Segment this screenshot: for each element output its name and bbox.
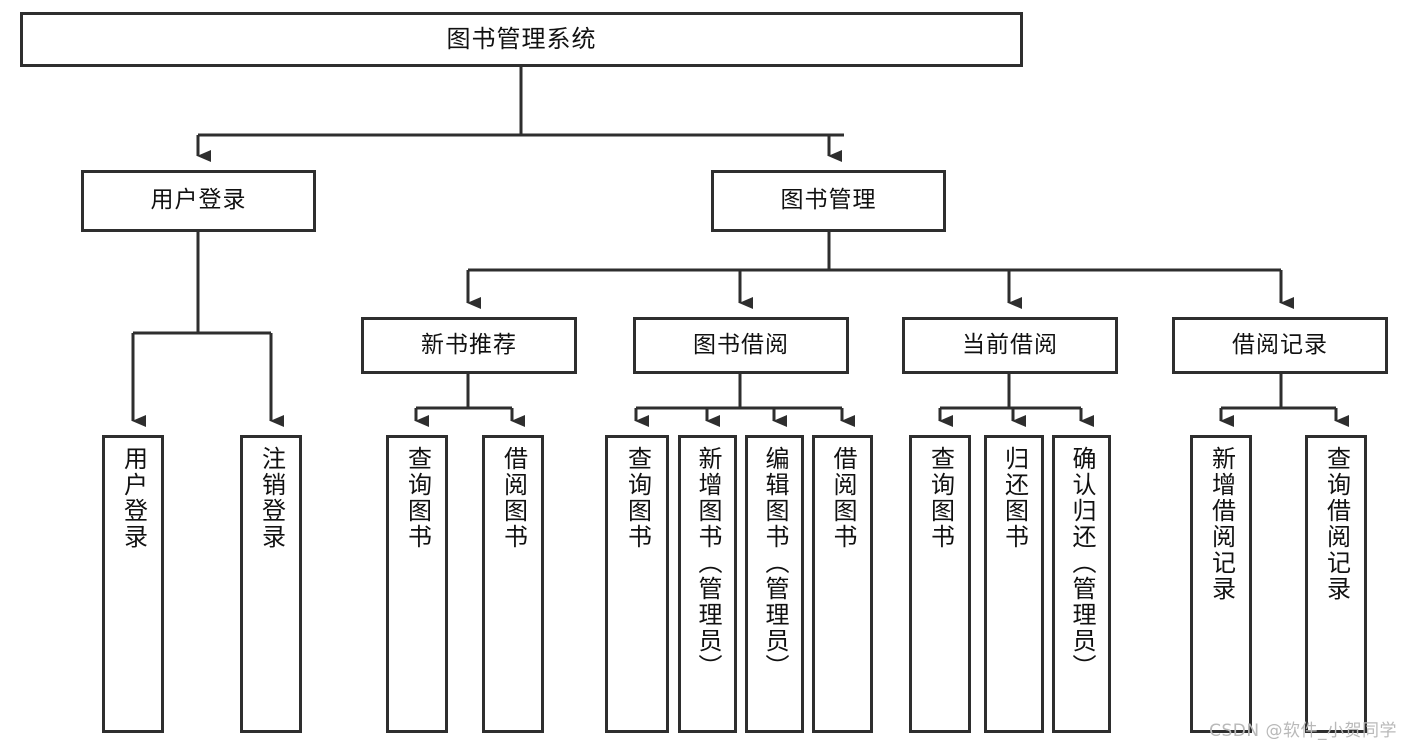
- node-leaf-borrow-book[interactable]: 借阅图书: [812, 435, 873, 733]
- node-label: 注销登录: [257, 446, 286, 550]
- node-leaf-query-book-rec[interactable]: 查询图书: [386, 435, 448, 733]
- node-leaf-edit-book-admin[interactable]: 编辑图书（管理员）: [745, 435, 804, 733]
- node-borrow-record[interactable]: 借阅记录: [1172, 317, 1388, 374]
- node-root-system[interactable]: 图书管理系统: [20, 12, 1023, 67]
- node-label: 用户登录: [150, 187, 247, 214]
- node-leaf-query-borrow-record[interactable]: 查询借阅记录: [1305, 435, 1367, 733]
- node-label: 编辑图书（管理员）: [760, 446, 789, 680]
- node-label: 查询图书: [926, 446, 955, 550]
- node-book-manage[interactable]: 图书管理: [711, 170, 946, 232]
- node-label: 归还图书: [1000, 446, 1029, 550]
- node-label: 图书借阅: [693, 331, 789, 358]
- node-leaf-query-book-borrow[interactable]: 查询图书: [605, 435, 669, 733]
- node-leaf-add-borrow-record[interactable]: 新增借阅记录: [1190, 435, 1252, 733]
- node-label: 借阅图书: [499, 446, 528, 550]
- node-book-borrow[interactable]: 图书借阅: [633, 317, 849, 374]
- node-label: 查询借阅记录: [1322, 446, 1351, 602]
- node-label: 新增图书（管理员）: [693, 446, 722, 680]
- node-label: 图书管理系统: [446, 25, 597, 54]
- node-leaf-query-book-current[interactable]: 查询图书: [909, 435, 971, 733]
- node-user-login[interactable]: 用户登录: [81, 170, 316, 232]
- node-label: 查询图书: [403, 446, 432, 550]
- node-label: 当前借阅: [962, 331, 1058, 358]
- node-leaf-borrow-book-rec[interactable]: 借阅图书: [482, 435, 544, 733]
- node-new-book-recommend[interactable]: 新书推荐: [361, 317, 577, 374]
- node-leaf-confirm-return-admin[interactable]: 确认归还（管理员）: [1052, 435, 1111, 733]
- node-label: 新增借阅记录: [1207, 446, 1236, 602]
- node-label: 图书管理: [780, 187, 877, 214]
- node-leaf-return-book[interactable]: 归还图书: [984, 435, 1044, 733]
- node-label: 确认归还（管理员）: [1067, 446, 1096, 680]
- node-leaf-user-login[interactable]: 用户登录: [102, 435, 164, 733]
- node-label: 新书推荐: [421, 331, 517, 358]
- node-leaf-user-logout[interactable]: 注销登录: [240, 435, 302, 733]
- watermark: CSDN @软件_小贺同学: [1209, 721, 1397, 741]
- node-label: 借阅图书: [828, 446, 857, 550]
- node-label: 借阅记录: [1232, 331, 1328, 358]
- node-label: 查询图书: [623, 446, 652, 550]
- node-label: 用户登录: [119, 446, 148, 550]
- node-current-borrow[interactable]: 当前借阅: [902, 317, 1118, 374]
- node-leaf-add-book-admin[interactable]: 新增图书（管理员）: [678, 435, 737, 733]
